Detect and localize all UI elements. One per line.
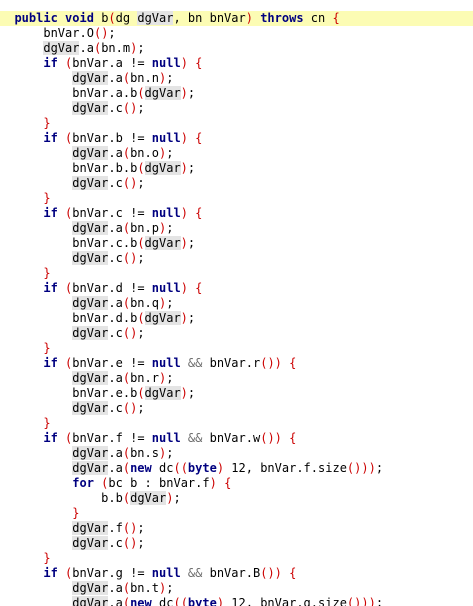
code-line: dgVar.a(bn.o); — [72, 146, 174, 160]
code-line: if (bnVar.b != null) { — [43, 131, 203, 145]
code-line: } — [43, 341, 51, 355]
code-line: if (bnVar.e != null && bnVar.r()) { — [43, 356, 297, 370]
code-line: public void b(dg dgVar, bn bnVar) throws… — [0, 11, 473, 26]
code-line: dgVar.c(); — [72, 536, 145, 550]
code-line: } — [43, 191, 51, 205]
code-line: bnVar.O(); — [43, 26, 116, 40]
code-line: dgVar.a(bn.r); — [72, 371, 174, 385]
code-line: dgVar.c(); — [72, 101, 145, 115]
code-line: dgVar.a(new dc((byte) 12, bnVar.g.size()… — [0, 596, 473, 606]
code-line: bnVar.a.b(dgVar); — [72, 86, 196, 100]
code-line: if (bnVar.f != null && bnVar.w()) { — [43, 431, 297, 445]
code-line: bnVar.b.b(dgVar); — [72, 161, 196, 175]
code-line: } — [43, 416, 51, 430]
code-line: dgVar.c(); — [72, 401, 145, 415]
code-line: dgVar.a(bn.t); — [72, 581, 174, 595]
code-line: dgVar.a(bn.q); — [72, 296, 174, 310]
code-line: } — [72, 506, 80, 520]
code-line: dgVar.a(bn.s); — [72, 446, 174, 460]
code-line: } — [43, 266, 51, 280]
code-line: for (bc b : bnVar.f) { — [72, 476, 232, 490]
code-line: if (bnVar.d != null) { — [43, 281, 203, 295]
code-line: } — [43, 551, 51, 565]
code-line: dgVar.c(); — [72, 326, 145, 340]
code-line: if (bnVar.c != null) { — [43, 206, 203, 220]
code-line: bnVar.d.b(dgVar); — [72, 311, 196, 325]
code-line: dgVar.a(bn.n); — [72, 71, 174, 85]
code-line: bnVar.e.b(dgVar); — [72, 386, 196, 400]
code-line: dgVar.f(); — [72, 521, 145, 535]
code-line: if (bnVar.g != null && bnVar.B()) { — [43, 566, 297, 580]
code-line: dgVar.a(bn.m); — [43, 41, 145, 55]
code-line: } — [43, 116, 51, 130]
code-line: dgVar.a(bn.p); — [72, 221, 174, 235]
code-line: bnVar.c.b(dgVar); — [72, 236, 196, 250]
code-line: b.b(dgVar); — [101, 491, 181, 505]
code-line: if (bnVar.a != null) { — [43, 56, 203, 70]
code-line: dgVar.c(); — [72, 251, 145, 265]
code-line: dgVar.a(new dc((byte) 12, bnVar.f.size()… — [72, 461, 384, 475]
code-line: dgVar.c(); — [72, 176, 145, 190]
